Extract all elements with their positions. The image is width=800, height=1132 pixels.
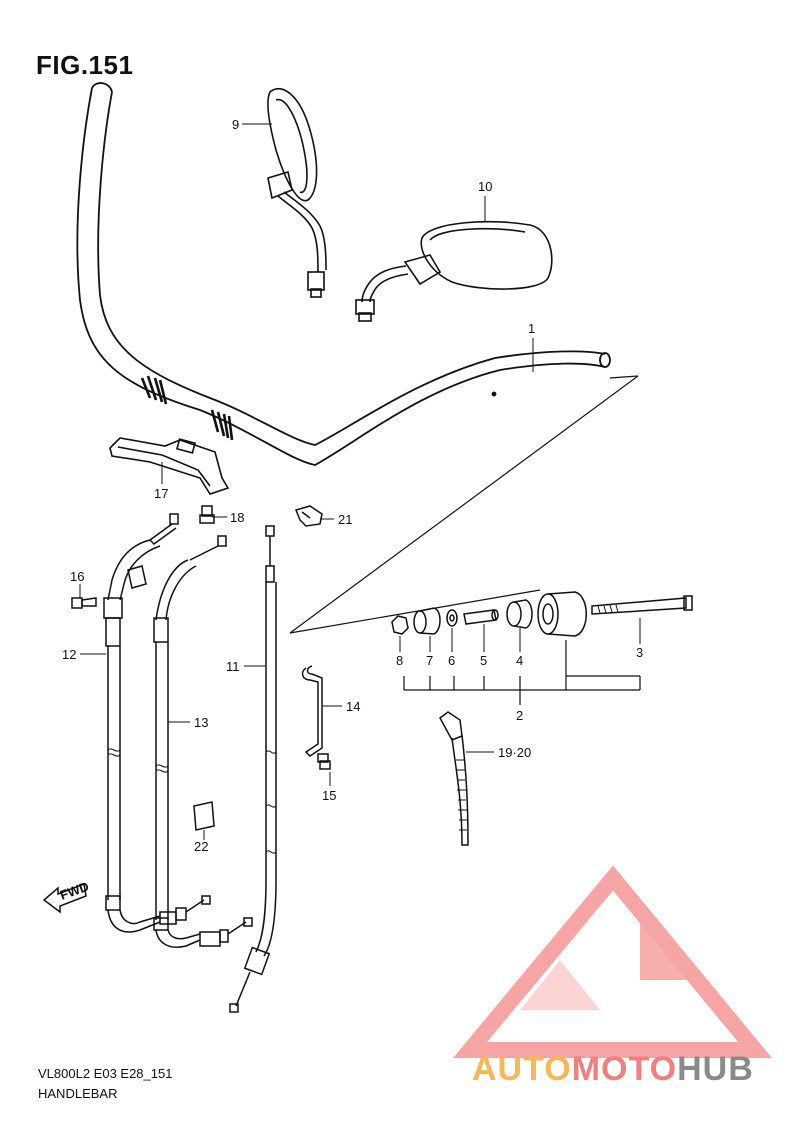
- callout-13: 13: [194, 715, 208, 730]
- long-bolt-part: [591, 597, 687, 615]
- callout-16: 16: [70, 569, 84, 584]
- section-name: HANDLEBAR: [38, 1086, 118, 1101]
- spacer-7-part: [419, 607, 441, 635]
- rubber-4-part: [506, 601, 522, 627]
- handlebar-part: [76, 82, 611, 466]
- nut-8-part: [391, 615, 409, 635]
- watermark-triangle: [452, 865, 772, 1058]
- bolt-18-part: [199, 505, 215, 524]
- svg-text:AUTOMOTOHUB: AUTOMOTOHUB: [472, 1050, 754, 1088]
- model-code: VL800L2 E03 E28_151: [38, 1066, 173, 1081]
- callout-14: 14: [346, 699, 360, 714]
- callout-2: 2: [516, 708, 523, 723]
- callout-10: 10: [478, 179, 492, 194]
- clutch-cable-11-part: [229, 525, 277, 1013]
- watermark-text-hub: HUB: [677, 1050, 754, 1088]
- callout-9: 9: [232, 117, 239, 132]
- bar-end-weight-set: [391, 591, 693, 637]
- watermark-logo: AUTOMOTOHUB: [452, 865, 772, 1088]
- right-mirror-part: [355, 220, 553, 322]
- cable-guide-bracket-part: [109, 437, 230, 495]
- cable-clip-14-part: [301, 665, 323, 757]
- sleeve-5-part: [463, 609, 497, 625]
- bolt-16-part: [71, 597, 97, 609]
- assembly-guide-lines: [289, 375, 639, 634]
- label-22-part: [193, 801, 215, 831]
- cable-tie-part: [439, 711, 469, 846]
- watermark-text-auto: AUTO: [472, 1050, 572, 1088]
- callout-8: 8: [396, 653, 403, 668]
- callout-3: 3: [636, 645, 643, 660]
- callout-7: 7: [426, 653, 433, 668]
- leader-lines: [79, 123, 641, 840]
- callout-18: 18: [230, 510, 244, 525]
- left-mirror-part: [267, 87, 327, 298]
- callout-11: 11: [226, 659, 240, 674]
- part-callouts: 1 2 3 4 5 6 7 8 9 10 11 12 13 14 15 16 1…: [62, 117, 643, 854]
- callout-4: 4: [516, 653, 523, 668]
- callout-6: 6: [448, 653, 455, 668]
- watermark-text-moto: MOTO: [572, 1050, 677, 1088]
- end-weight-3-part: [537, 593, 559, 635]
- callout-12: 12: [62, 647, 76, 662]
- forward-direction-arrow: FWD: [42, 879, 91, 914]
- part-group-bracket: [403, 640, 641, 705]
- figure-title: FIG.151: [36, 50, 134, 80]
- washer-6-part: [446, 609, 458, 627]
- callout-15: 15: [322, 788, 336, 803]
- callout-21: 21: [338, 512, 352, 527]
- callout-17: 17: [154, 486, 168, 501]
- callout-5: 5: [480, 653, 487, 668]
- callout-19-20: 19·20: [498, 745, 531, 760]
- throttle-cable-13-part: [153, 535, 253, 948]
- callout-22: 22: [194, 839, 208, 854]
- callout-1: 1: [528, 321, 535, 336]
- bolt-15-part: [317, 753, 331, 770]
- clamp-21-part: [294, 505, 323, 527]
